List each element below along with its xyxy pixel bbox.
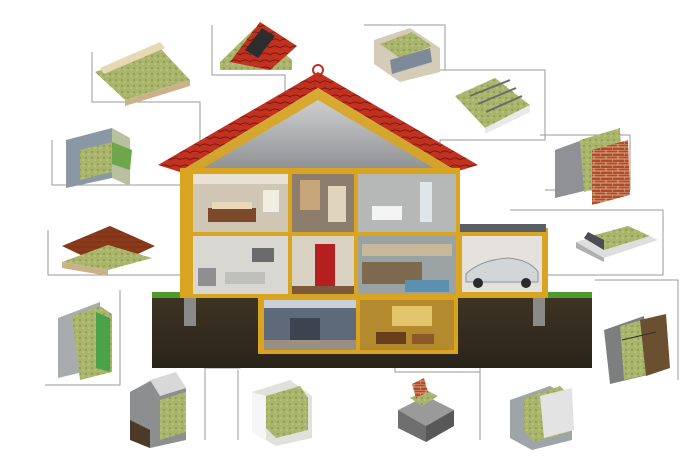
callout-attic-floor-insulation [95, 42, 190, 106]
callout-flat-roof-insulation [576, 226, 658, 262]
rooms [184, 174, 545, 350]
callout-brick-facade-insulation [555, 128, 630, 205]
callout-basement-floor-insulation [398, 378, 454, 442]
callout-floor-insulation [62, 226, 155, 276]
room-bedroom [193, 174, 288, 232]
callout-roof-slab-insulation [455, 78, 530, 134]
callout-internal-wall-insulation [66, 128, 132, 188]
callout-foundation-insulation [130, 372, 186, 448]
callout-ventilated-facade-insulation [604, 314, 670, 384]
callout-partition-insulation [252, 380, 312, 446]
room-kitchen [358, 236, 456, 294]
room-bathroom [358, 174, 456, 232]
room-bathroom-small [292, 174, 354, 232]
roof [158, 64, 478, 172]
callout-pitched-roof-tiles [220, 22, 297, 70]
room-gym [264, 300, 356, 350]
room-hallway [292, 236, 354, 294]
callout-wall-panel-insulation [510, 386, 574, 450]
callout-rafter-insulation [374, 28, 440, 82]
room-living [193, 236, 288, 294]
room-basement-lounge [360, 300, 454, 350]
callout-plaster-facade-insulation [58, 302, 112, 380]
room-garage [462, 236, 542, 292]
